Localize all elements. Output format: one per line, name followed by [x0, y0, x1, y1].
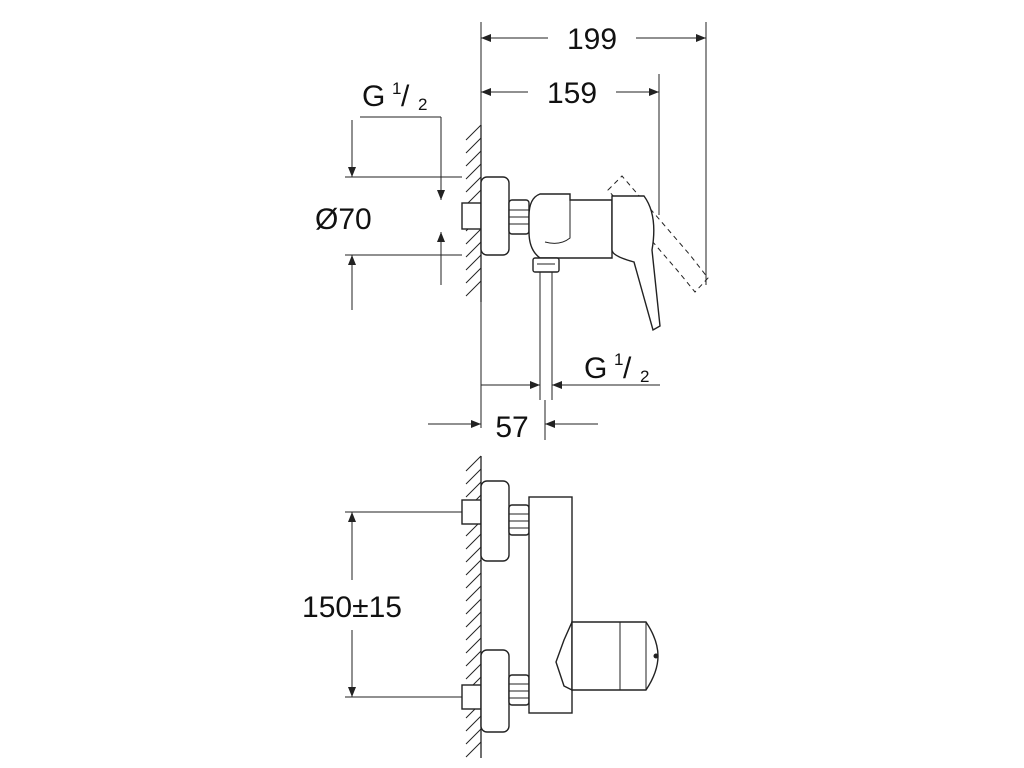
thread-outlet-num: 1 [614, 350, 623, 369]
dimension-199: 199 [481, 23, 706, 56]
thread-outlet-g: G [584, 352, 607, 385]
top-view: 199 159 G 1 / 2 Ø70 [315, 22, 709, 444]
thread-outlet: G 1 / 2 [481, 350, 660, 389]
svg-text:/: / [623, 352, 632, 385]
connection-lower [461, 649, 530, 733]
connection-upper [461, 480, 530, 562]
dimension-57-label: 57 [495, 411, 528, 444]
pipe-stub-top [461, 202, 482, 230]
escutcheon-top [480, 176, 510, 256]
dimension-57: 57 [428, 302, 598, 444]
dimension-d70: Ø70 [315, 120, 462, 310]
dimension-159-label: 159 [547, 77, 597, 110]
front-view: 150±15 [302, 455, 659, 758]
dimension-150-label: 150±15 [302, 591, 402, 624]
nut-top [508, 199, 530, 235]
lever-front [555, 621, 659, 692]
lever-handle-top [611, 195, 661, 332]
thread-inlet-den: 2 [418, 95, 427, 114]
dimension-199-label: 199 [567, 23, 617, 56]
svg-text:/: / [401, 80, 410, 113]
dimension-150: 150±15 [302, 511, 462, 698]
thread-inlet-num: 1 [392, 79, 401, 98]
thread-outlet-den: 2 [640, 367, 649, 386]
shower-outlet-top [532, 257, 560, 400]
dimension-159: 159 [481, 77, 659, 110]
thread-inlet-g: G [362, 80, 385, 113]
thread-inlet: G 1 / 2 [360, 79, 445, 285]
dimension-d70-label: Ø70 [315, 203, 372, 236]
